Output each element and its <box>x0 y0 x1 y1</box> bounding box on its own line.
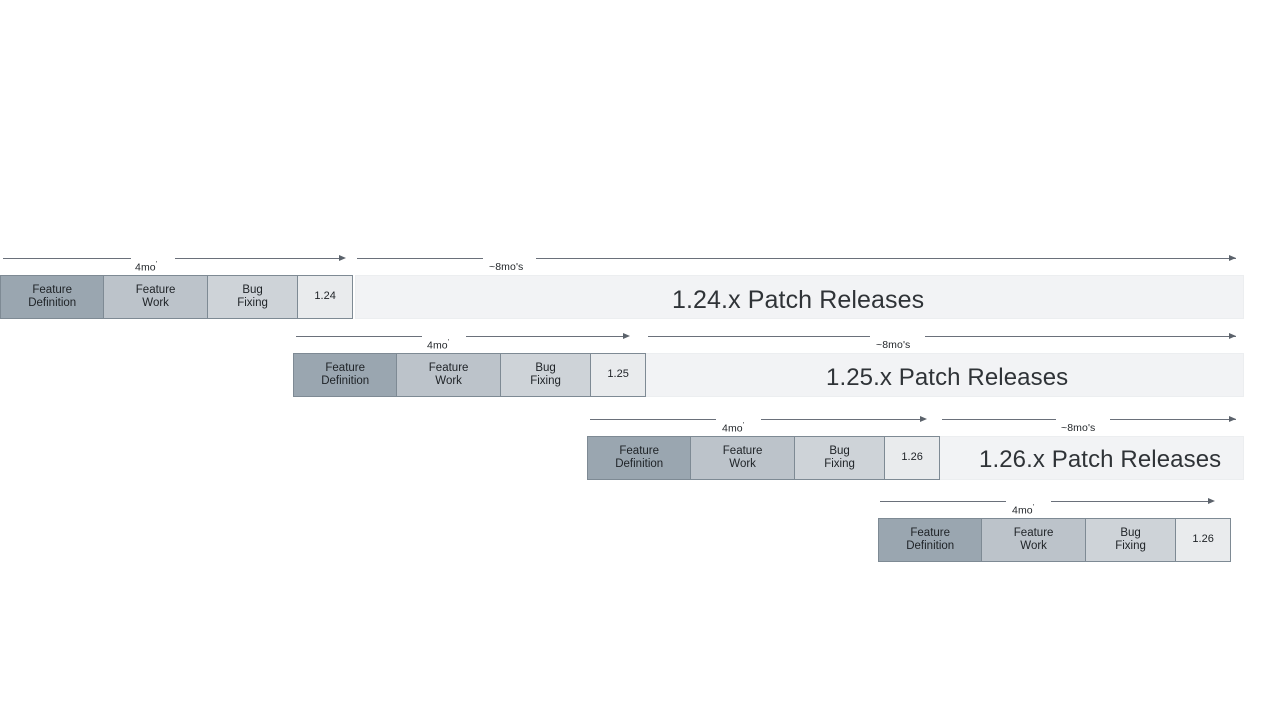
phase-cell-feature-work-1-26: Feature Work <box>691 437 795 479</box>
dev-cycle-arrow-line-left-1-24 <box>3 258 131 259</box>
phase-label-line1: Feature <box>910 526 951 539</box>
phase-label-line1: Feature <box>619 444 660 457</box>
patch-release-band-label-1-26: 1.26.x Patch Releases <box>979 446 1222 473</box>
patch-window-arrow-label-1-24: ~8mo's <box>489 261 524 273</box>
phase-cell-feature-work-1-24: Feature Work <box>104 276 208 318</box>
phase-cell-version-1-26: 1.26 <box>885 437 939 479</box>
phase-label-line2: Work <box>729 458 756 470</box>
patch-window-arrow-line-right-1-24 <box>536 258 1236 259</box>
phase-cell-feature-definition-1-25: Feature Definition <box>294 354 398 396</box>
patch-release-band-1-25 <box>645 353 1244 397</box>
dev-cycle-arrow-label-1-24: 4mo' <box>135 261 158 274</box>
version-label: 1.24 <box>314 290 336 303</box>
phase-cell-bug-fixing-1-24: Bug Fixing <box>207 276 299 318</box>
patch-window-arrowhead-1-25 <box>1229 333 1236 339</box>
dev-cycle-arrowhead-1-26 <box>920 416 927 422</box>
dev-cycle-arrow-line-right-1-26 <box>761 419 921 420</box>
phase-label-line1: Feature <box>722 444 763 457</box>
phase-cell-feature-definition-1-26: Feature Definition <box>588 437 692 479</box>
phase-cell-bug-fixing-1-26: Bug Fixing <box>794 437 886 479</box>
phase-label-line1: Bug <box>535 361 556 374</box>
phase-label-line1: Feature <box>32 283 73 296</box>
phase-bar-1-24: Feature Definition Feature Work Bug Fixi… <box>0 275 353 319</box>
patch-window-arrow-line-right-1-25 <box>925 336 1236 337</box>
phase-label-line2: Work <box>435 375 462 387</box>
patch-window-arrow-line-left-1-24 <box>357 258 483 259</box>
dev-cycle-label-mark: ' <box>1032 504 1035 511</box>
phase-label-line2: Fixing <box>237 297 268 309</box>
phase-label-line1: Feature <box>428 361 469 374</box>
dev-cycle-label-mark: ' <box>155 261 158 268</box>
patch-window-arrowhead-1-24 <box>1229 255 1236 261</box>
phase-label-line2: Fixing <box>1115 540 1146 552</box>
phase-cell-bug-fixing-1-26-next: Bug Fixing <box>1085 519 1177 561</box>
dev-cycle-arrowhead-1-24 <box>339 255 346 261</box>
phase-label-line2: Definition <box>906 540 955 552</box>
dev-cycle-arrowhead-1-25 <box>623 333 630 339</box>
patch-window-arrowhead-1-26 <box>1229 416 1236 422</box>
phase-bar-1-26-next: Feature Definition Feature Work Bug Fixi… <box>878 518 1231 562</box>
patch-release-band-label-1-25: 1.25.x Patch Releases <box>826 364 1069 391</box>
dev-cycle-arrow-line-right-1-25 <box>466 336 624 337</box>
phase-label-line2: Definition <box>28 297 77 309</box>
phase-label-line2: Definition <box>321 375 370 387</box>
phase-label-line1: Feature <box>325 361 366 374</box>
phase-label-line1: Feature <box>1013 526 1054 539</box>
patch-window-arrow-line-right-1-26 <box>1110 419 1236 420</box>
version-label: 1.26 <box>1192 533 1214 546</box>
phase-label-line1: Bug <box>1120 526 1141 539</box>
patch-window-arrow-label-1-25: ~8mo's <box>876 339 911 351</box>
patch-release-band-1-26 <box>938 436 1244 480</box>
phase-label-line2: Fixing <box>824 458 855 470</box>
phase-label-line2: Work <box>142 297 169 309</box>
phase-label-line2: Work <box>1020 540 1047 552</box>
phase-cell-feature-work-1-26-next: Feature Work <box>982 519 1086 561</box>
version-label: 1.26 <box>901 451 923 464</box>
dev-cycle-arrow-label-1-26-next: 4mo' <box>1012 504 1035 517</box>
dev-cycle-label-mark: ' <box>447 339 450 346</box>
patch-window-arrow-line-left-1-26 <box>942 419 1056 420</box>
phase-label-line2: Fixing <box>530 375 561 387</box>
dev-cycle-arrow-line-right-1-24 <box>175 258 340 259</box>
phase-label-line1: Bug <box>242 283 263 296</box>
patch-window-arrow-line-left-1-25 <box>648 336 870 337</box>
dev-cycle-arrow-line-left-1-26 <box>590 419 716 420</box>
patch-release-band-1-24 <box>355 275 1244 319</box>
phase-cell-feature-definition-1-26-next: Feature Definition <box>879 519 983 561</box>
dev-cycle-arrowhead-1-26-next <box>1208 498 1215 504</box>
phase-cell-feature-definition-1-24: Feature Definition <box>1 276 105 318</box>
dev-cycle-label-mark: ' <box>742 422 745 429</box>
dev-cycle-arrow-line-left-1-25 <box>296 336 422 337</box>
version-label: 1.25 <box>607 368 629 381</box>
dev-cycle-arrow-line-right-1-26-next <box>1051 501 1209 502</box>
phase-bar-1-25: Feature Definition Feature Work Bug Fixi… <box>293 353 646 397</box>
phase-bar-1-26: Feature Definition Feature Work Bug Fixi… <box>587 436 940 480</box>
patch-window-arrow-label-1-26: ~8mo's <box>1061 422 1096 434</box>
phase-cell-version-1-25: 1.25 <box>591 354 645 396</box>
phase-cell-bug-fixing-1-25: Bug Fixing <box>500 354 592 396</box>
phase-cell-feature-work-1-25: Feature Work <box>397 354 501 396</box>
dev-cycle-arrow-line-left-1-26-next <box>880 501 1006 502</box>
phase-label-line1: Feature <box>135 283 176 296</box>
phase-cell-version-1-24: 1.24 <box>298 276 352 318</box>
phase-cell-version-1-26-next: 1.26 <box>1176 519 1230 561</box>
phase-label-line2: Definition <box>615 458 664 470</box>
dev-cycle-arrow-label-1-26: 4mo' <box>722 422 745 435</box>
phase-label-line1: Bug <box>829 444 850 457</box>
dev-cycle-arrow-label-1-25: 4mo' <box>427 339 450 352</box>
patch-release-band-label-1-24: 1.24.x Patch Releases <box>672 286 925 314</box>
